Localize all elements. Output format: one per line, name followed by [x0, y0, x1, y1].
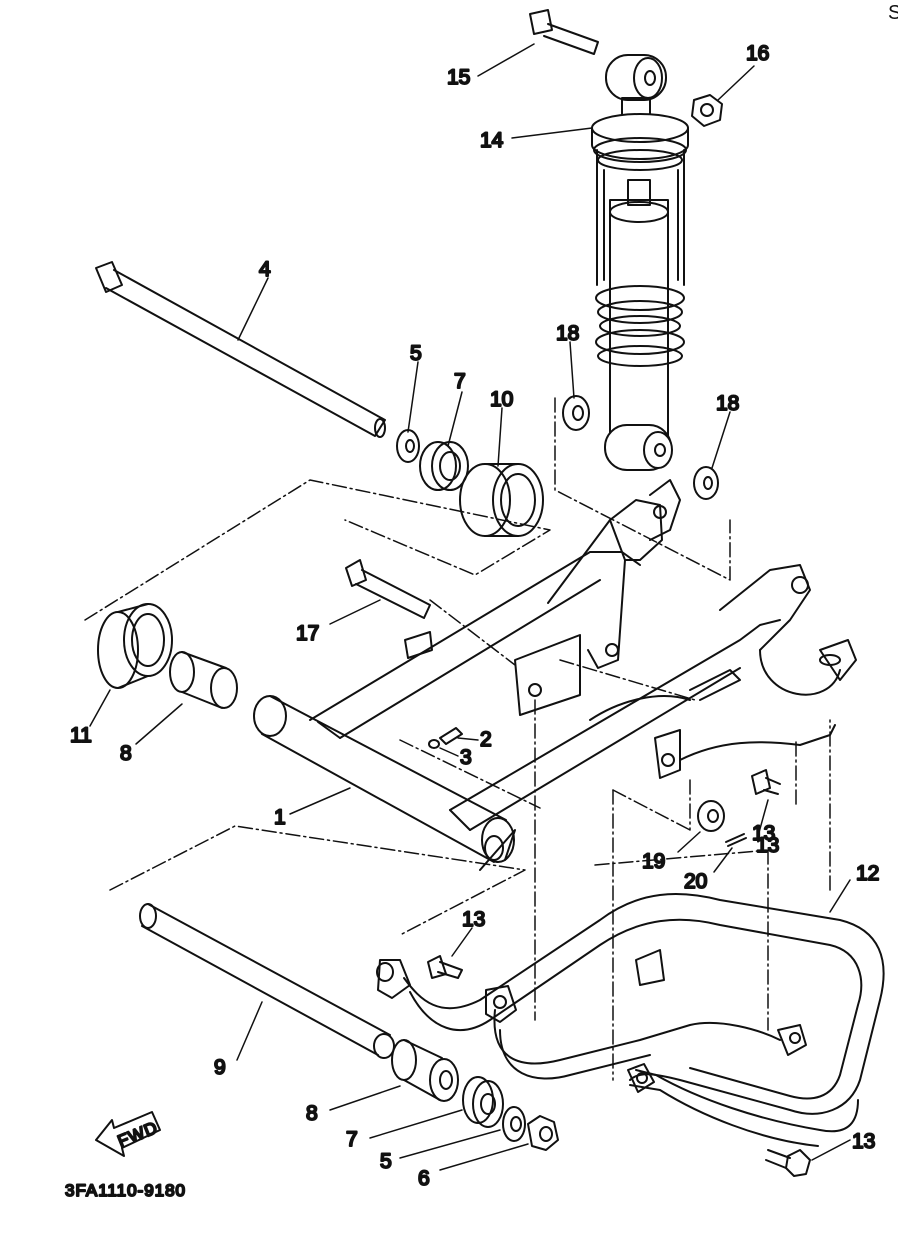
callout: 7 [454, 370, 466, 393]
callout: 18 [716, 392, 739, 415]
drawing-code: 3FA1110-9180 [65, 1181, 186, 1200]
washer-bottom [502, 1106, 526, 1142]
callout: 12 [856, 862, 879, 885]
bearing-bottom [462, 1076, 504, 1128]
shock-absorber [591, 54, 689, 471]
callout: 8 [120, 742, 132, 765]
callout: 5 [380, 1150, 392, 1173]
assembly-lines [84, 397, 831, 1081]
washer-19 [697, 800, 725, 832]
callout-labels: 1 2 3 4 5 5 6 7 7 8 8 9 10 11 12 13 13 1… [69, 41, 880, 1191]
washer-top [396, 429, 420, 463]
callout: 15 [447, 66, 470, 89]
collar-left [169, 651, 238, 709]
cotter-pin [725, 833, 747, 847]
callout: 18 [556, 322, 579, 345]
leader-lines [89, 43, 851, 1171]
callout: 13 [756, 834, 779, 857]
shock-upper-bolt [529, 9, 599, 55]
callout: 8 [306, 1102, 318, 1125]
callout: 17 [296, 622, 319, 645]
grease-nipple [428, 727, 463, 749]
guard-bar [376, 893, 885, 1147]
callout: 7 [346, 1128, 358, 1151]
bolts-13 [427, 769, 811, 1177]
callout: 14 [480, 129, 504, 152]
callout: 6 [418, 1167, 430, 1190]
callout: 13 [462, 908, 485, 931]
fwd-arrow: FWD [95, 1111, 162, 1157]
lower-shaft [139, 903, 395, 1059]
pivot-shaft [95, 261, 386, 438]
callout: 16 [746, 42, 769, 65]
collar-bottom [391, 1039, 459, 1102]
callout: 20 [684, 870, 707, 893]
bearing-top [419, 441, 469, 491]
callout: 2 [480, 728, 492, 751]
page-edge-mark: S [888, 2, 898, 24]
callout: 10 [490, 388, 513, 411]
collar-washers [562, 395, 719, 500]
callout: 19 [642, 850, 665, 873]
callout: 4 [259, 258, 271, 281]
callout: 13 [752, 822, 775, 845]
callout: 11 [70, 724, 92, 747]
callout: 13 [852, 1130, 875, 1153]
shock-upper-nut [691, 94, 723, 127]
adjuster-bolt [345, 559, 431, 619]
bushing-left [97, 603, 173, 689]
nut-bottom [527, 1115, 559, 1151]
callout: 9 [214, 1056, 226, 1079]
callout: 1 [274, 806, 286, 829]
callout: 3 [460, 746, 472, 769]
swing-arm [253, 479, 857, 871]
fwd-arrow-label: FWD [115, 1118, 161, 1151]
callout: 5 [410, 342, 422, 365]
collar-top [459, 463, 544, 537]
